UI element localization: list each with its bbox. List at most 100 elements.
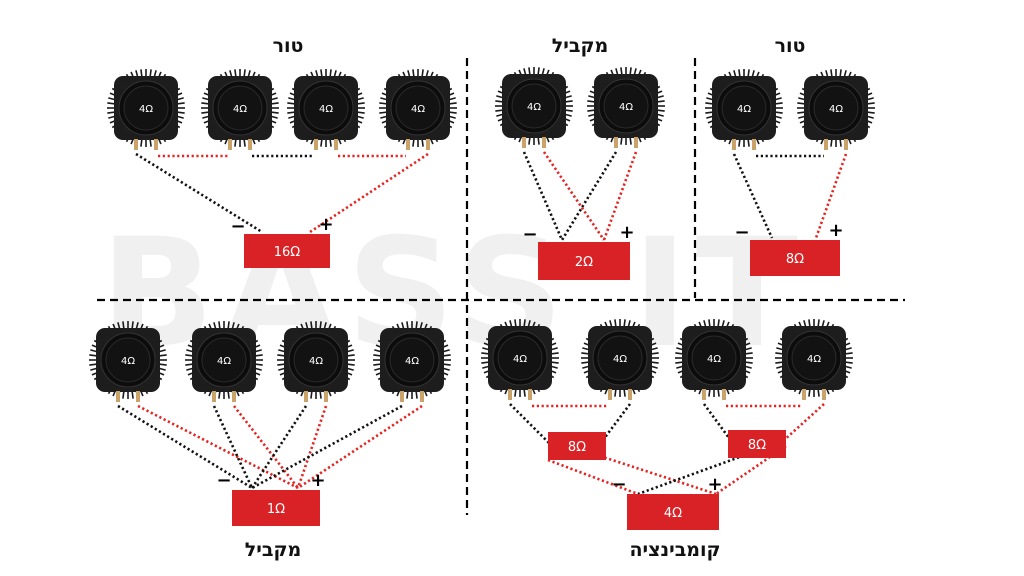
sub-total-box-1: 8Ω (548, 432, 606, 460)
negative-terminal (134, 139, 138, 150)
positive-terminal (248, 139, 252, 150)
sub-total-box-2-rect (728, 430, 786, 458)
title-parallel-2: מקביל (552, 35, 608, 57)
total-box-parallel-2-rect (538, 242, 630, 280)
negative-terminal (702, 389, 706, 400)
total-box-combination-rect (627, 494, 719, 530)
negative-terminal (228, 139, 232, 150)
positive-terminal (822, 389, 826, 400)
total-box-series-2-label: 8Ω (786, 252, 804, 267)
total-box-series-4-rect (244, 234, 330, 268)
minus-sign-series-2: − (734, 222, 749, 243)
total-box-parallel-4: 1Ω (232, 490, 320, 526)
negative-wire (637, 452, 749, 496)
positive-terminal (334, 139, 338, 150)
speaker-impedance-label: 4Ω (405, 356, 419, 367)
speaker-impedance-label: 4Ω (121, 356, 135, 367)
speaker-impedance-label: 4Ω (217, 356, 231, 367)
total-box-series-2-rect (750, 240, 840, 276)
positive-terminal (420, 391, 424, 402)
speaker-cap (105, 337, 151, 383)
plus-sign-combination: + (707, 474, 722, 495)
negative-terminal (406, 139, 410, 150)
speaker: 4Ω (581, 319, 659, 400)
positive-terminal (154, 139, 158, 150)
speaker: 4Ω (379, 69, 457, 150)
positive-wire (781, 403, 825, 443)
speaker: 4Ω (373, 321, 451, 402)
speaker-impedance-label: 4Ω (707, 354, 721, 365)
plus-sign-parallel-4: + (310, 470, 325, 491)
speaker: 4Ω (797, 69, 875, 150)
speaker: 4Ω (185, 321, 263, 402)
positive-terminal (722, 389, 726, 400)
positive-terminal (232, 391, 236, 402)
speaker-impedance-label: 4Ω (309, 356, 323, 367)
speaker: 4Ω (201, 69, 279, 150)
positive-wire (137, 404, 299, 490)
speaker-impedance-label: 4Ω (619, 102, 633, 113)
speaker-impedance-label: 4Ω (411, 104, 425, 115)
plus-sign-parallel-2: + (619, 222, 634, 243)
sub-total-box-2-label: 8Ω (748, 438, 766, 453)
speaker-impedance-label: 4Ω (829, 104, 843, 115)
speaker-cap (497, 335, 543, 381)
positive-terminal (324, 391, 328, 402)
speaker-impedance-label: 4Ω (807, 354, 821, 365)
speaker-cap (603, 83, 649, 129)
speaker: 4Ω (495, 67, 573, 148)
positive-wire (232, 405, 300, 489)
plus-sign-series-4: + (318, 214, 333, 235)
negative-terminal (304, 391, 308, 402)
speaker: 4Ω (287, 69, 365, 150)
negative-terminal (508, 389, 512, 400)
negative-wire (598, 403, 632, 445)
negative-wire (732, 153, 774, 239)
total-box-combination-label: 4Ω (664, 506, 682, 521)
title-combination: קומבינציה (629, 539, 720, 561)
positive-terminal (136, 391, 140, 402)
speaker: 4Ω (89, 321, 167, 402)
positive-wire (547, 458, 639, 496)
negative-wire (117, 404, 253, 490)
speaker-cap (395, 85, 441, 131)
negative-terminal (400, 391, 404, 402)
positive-wire (599, 454, 717, 496)
sub-total-box-1-label: 8Ω (568, 440, 586, 455)
speaker: 4Ω (775, 319, 853, 400)
positive-terminal (426, 139, 430, 150)
negative-wire (250, 405, 308, 489)
speaker: 4Ω (277, 321, 355, 402)
speaker-cap (293, 337, 339, 383)
positive-terminal (752, 139, 756, 150)
speaker-cap (721, 85, 767, 131)
total-box-parallel-2: 2Ω (538, 242, 630, 280)
speaker-impedance-label: 4Ω (233, 104, 247, 115)
negative-terminal (802, 389, 806, 400)
negative-terminal (116, 391, 120, 402)
title-series-4: טור (273, 35, 304, 57)
positive-terminal (628, 389, 632, 400)
positive-wire (542, 151, 606, 241)
total-box-combination: 4Ω (627, 494, 719, 530)
speaker: 4Ω (675, 319, 753, 400)
negative-terminal (732, 139, 736, 150)
speaker-cap (813, 85, 859, 131)
title-parallel-4: מקביל (245, 539, 301, 561)
negative-wire (251, 404, 403, 490)
speaker-cap (303, 85, 349, 131)
positive-terminal (528, 389, 532, 400)
total-box-parallel-4-label: 1Ω (267, 502, 285, 517)
speaker-impedance-label: 4Ω (139, 104, 153, 115)
total-box-series-4: 16Ω (244, 234, 330, 268)
total-box-parallel-2-label: 2Ω (575, 255, 593, 270)
minus-sign-series-4: − (230, 216, 245, 237)
negative-wire (135, 152, 263, 234)
positive-terminal (542, 137, 546, 148)
speaker-cap (597, 335, 643, 381)
positive-terminal (634, 137, 638, 148)
speaker-cap (123, 85, 169, 131)
speaker-cap (217, 85, 263, 131)
